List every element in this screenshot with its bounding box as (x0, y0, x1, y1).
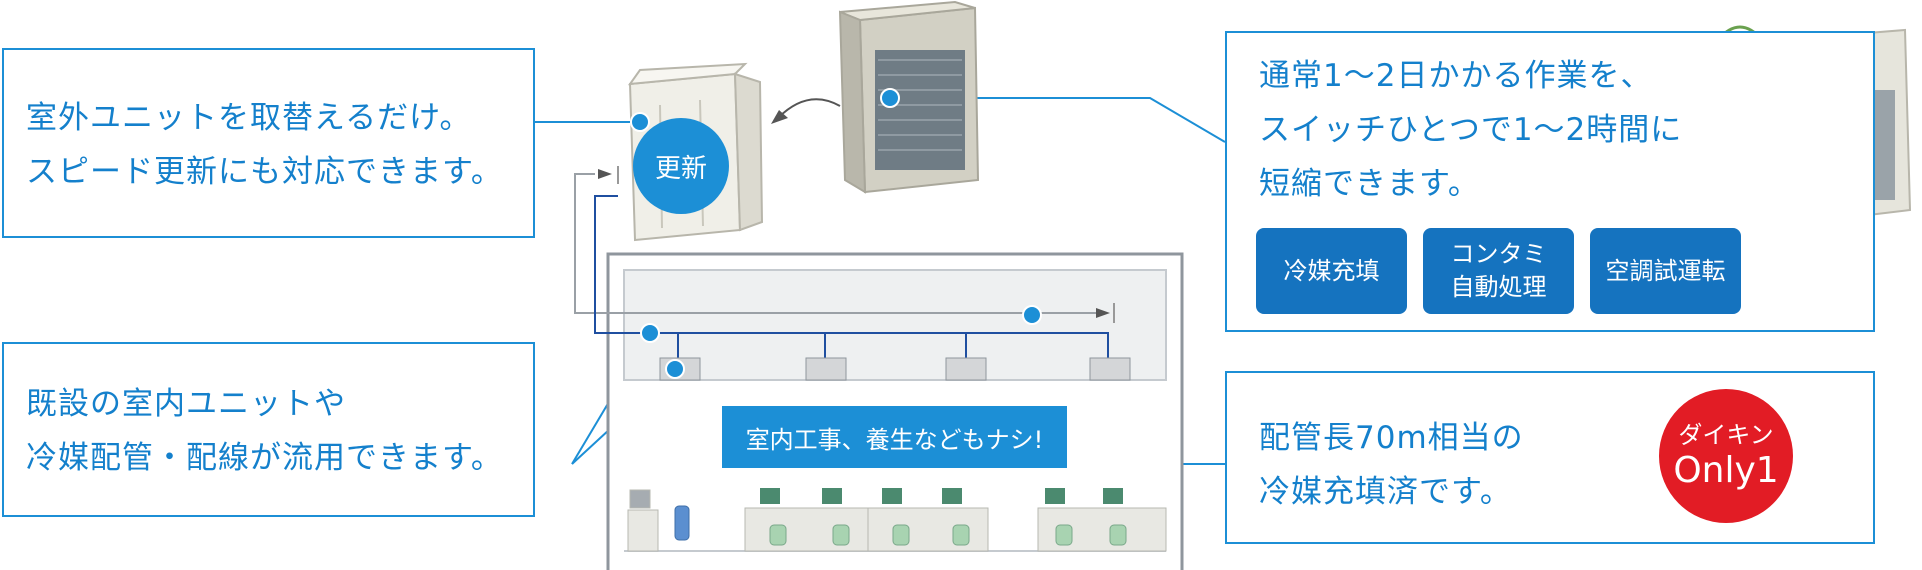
callout-indoor-reuse: 既設の室内ユニットや 冷媒配管・配線が流用できます。 (2, 342, 535, 517)
daikin-only1-badge: ダイキン Only1 (1659, 389, 1793, 523)
tag-refrigerant-charge: 冷媒充填 (1256, 228, 1407, 314)
callout-indoor-line2: 冷媒配管・配線が流用できます。 (26, 440, 503, 476)
update-label-circle: 更新 (633, 118, 729, 214)
callout-switch-shortening: 通常1〜2日かかる作業を、 スイッチひとつで1〜2時間に 短縮できます。 冷媒充… (1225, 31, 1875, 332)
monitors (760, 488, 1123, 504)
chairs (674, 505, 1127, 546)
badge-line1: ダイキン (1678, 421, 1774, 449)
callout-switch-line2: スイッチひとつで1〜2時間に (1259, 112, 1683, 148)
tag-ac-test-run: 空調試運転 (1590, 228, 1741, 314)
piping (574, 166, 1115, 358)
badge-line2: Only1 (1673, 450, 1779, 491)
callout-outdoor-line2: スピード更新にも対応できます。 (26, 154, 503, 190)
callout-indoor-line1: 既設の室内ユニットや (26, 386, 346, 422)
replace-arrow (777, 98, 841, 119)
callout-refrigerant-line1: 配管長70m相当の (1259, 420, 1524, 456)
callout-outdoor-replacement: 室外ユニットを取替えるだけ。 スピード更新にも対応できます。 (2, 48, 535, 238)
building-banner: 室内工事、養生などもナシ! (722, 406, 1067, 468)
tag-contamination-auto: コンタミ 自動処理 (1423, 228, 1574, 314)
callout-outdoor-line1: 室外ユニットを取替えるだけ。 (26, 100, 472, 136)
callout-switch-line3: 短縮できます。 (1259, 166, 1480, 202)
callout-switch-line1: 通常1〜2日かかる作業を、 (1259, 58, 1653, 94)
callout-refrigerant-precharged: 配管長70m相当の 冷媒充填済です。 ダイキン Only1 (1225, 371, 1875, 544)
callout-refrigerant-line2: 冷媒充填済です。 (1259, 474, 1512, 510)
old-outdoor-unit (838, 0, 980, 194)
